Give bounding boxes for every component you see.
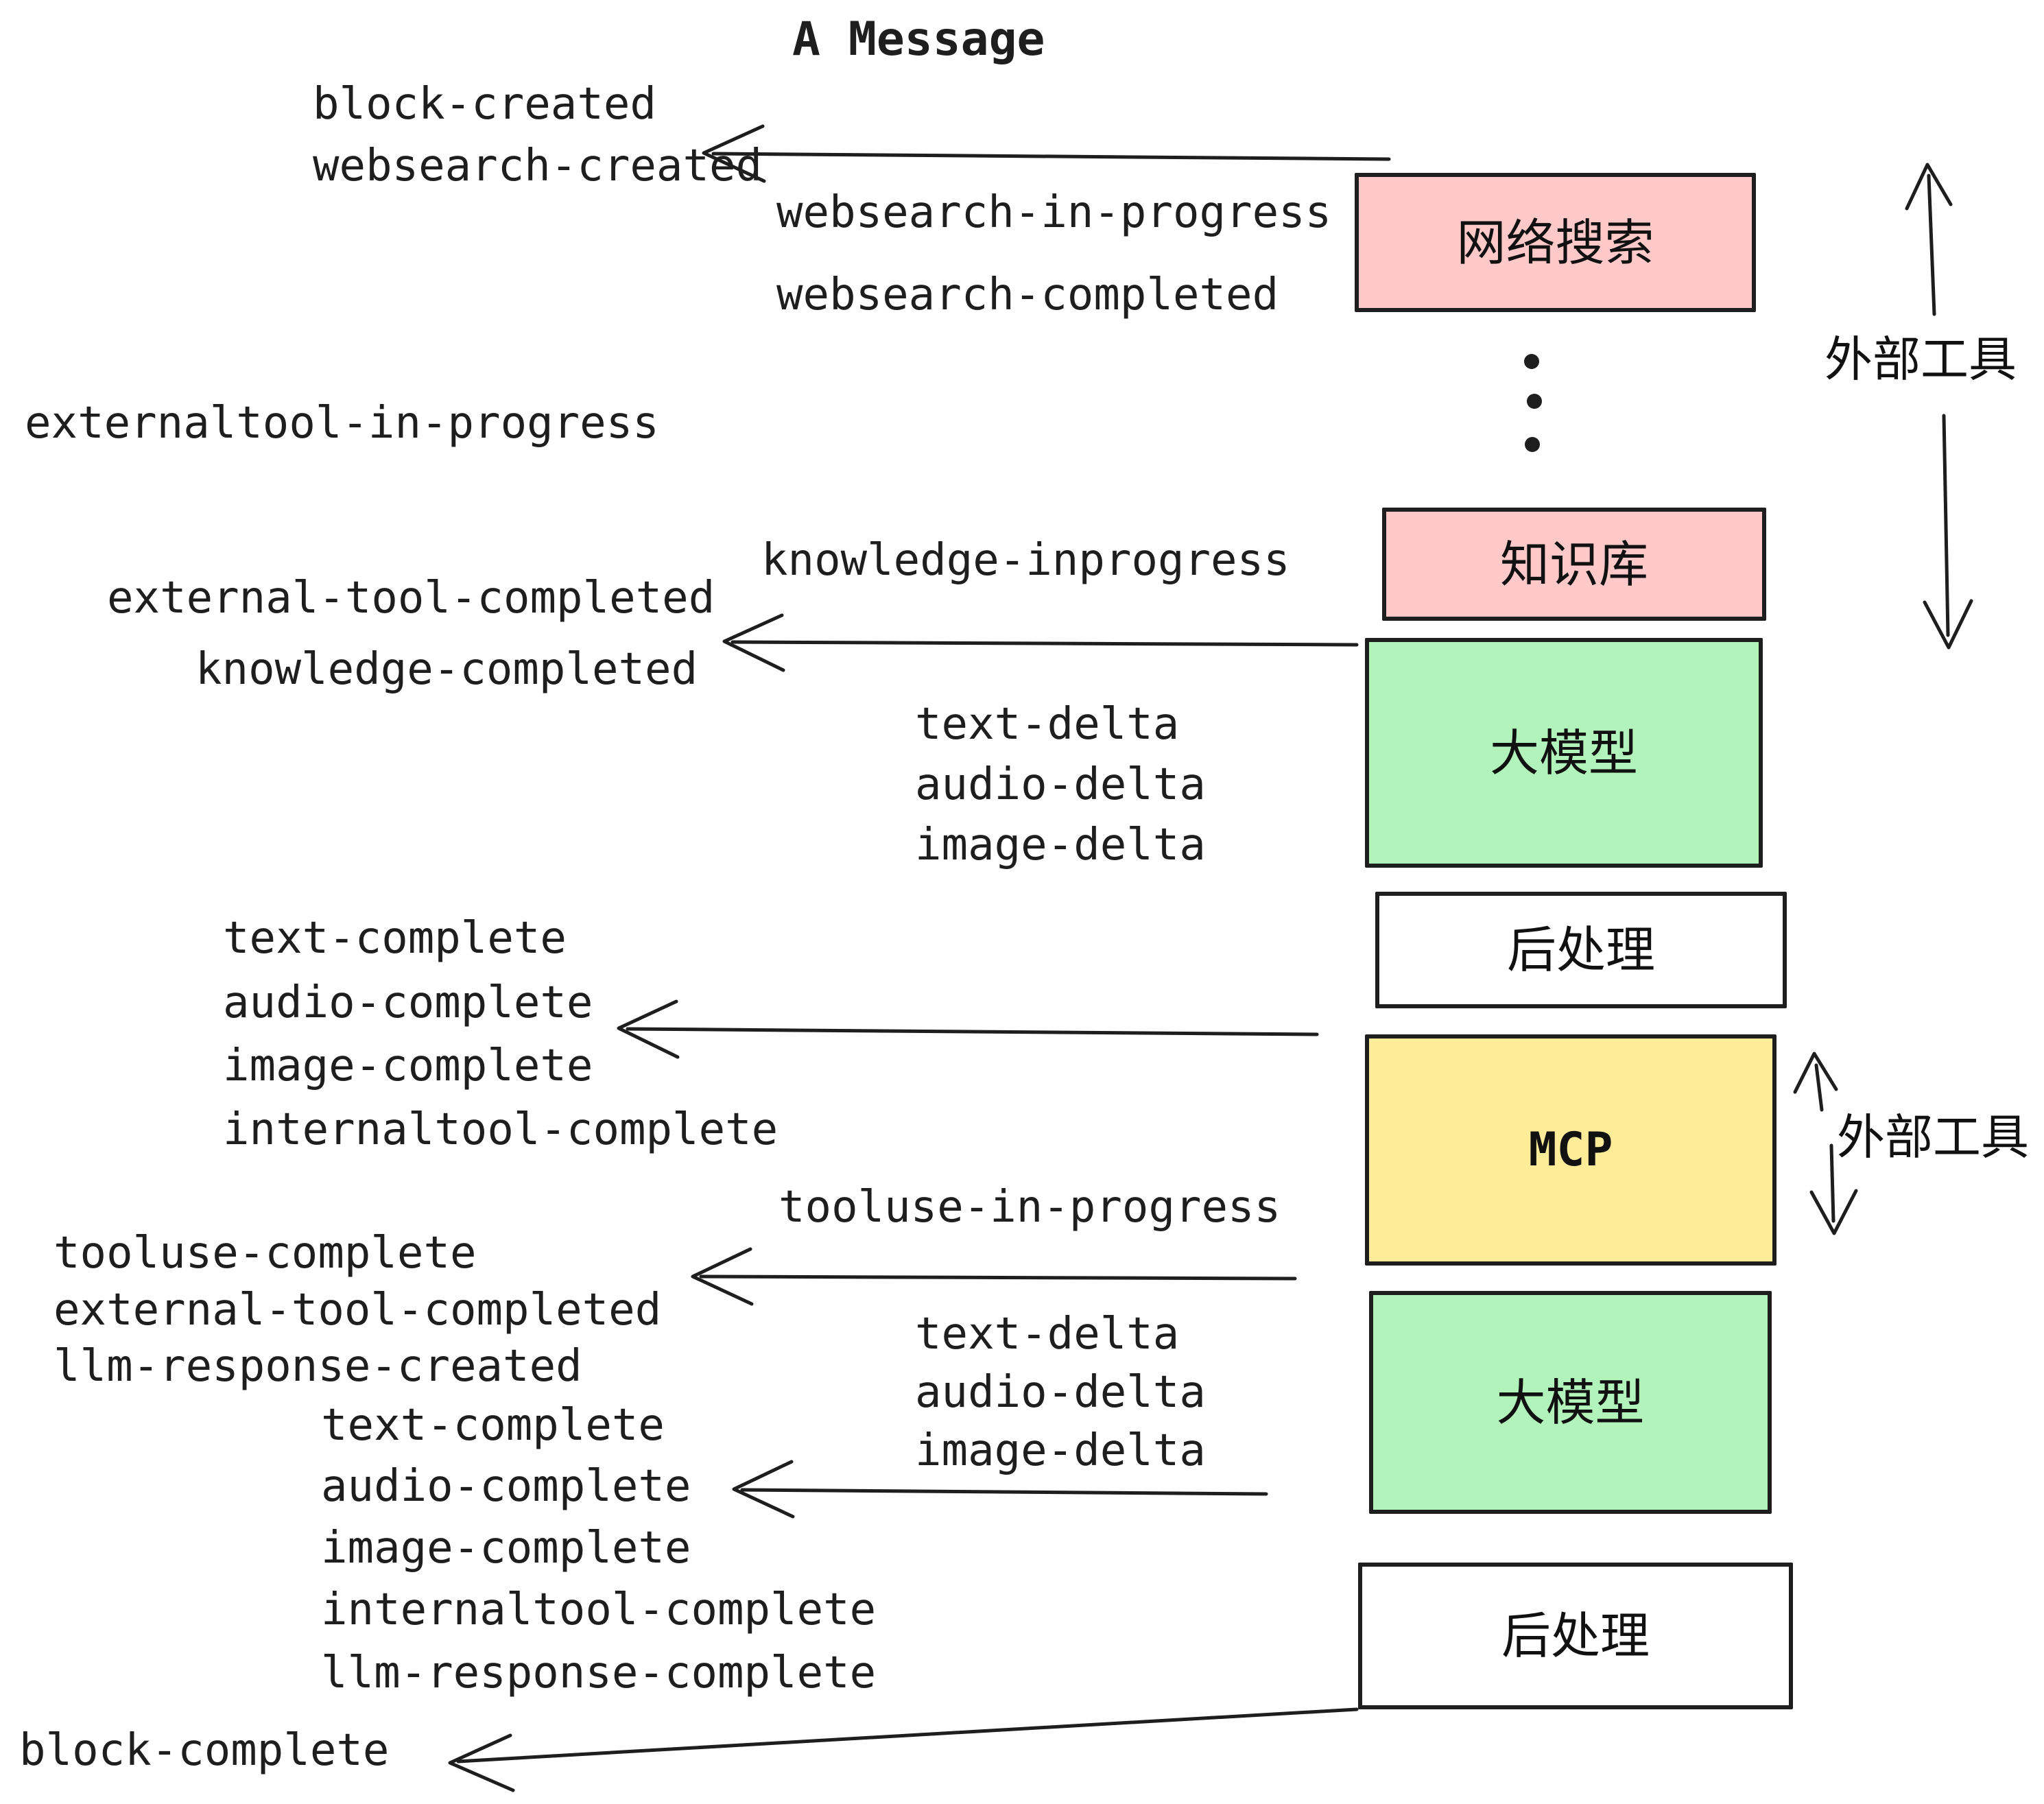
event-audio-delta-2: audio-delta xyxy=(915,1367,1206,1418)
left-arrow-knowledge-completed-icon xyxy=(722,613,1359,672)
event-externaltool-in-progress: externaltool-in-progress xyxy=(25,398,659,449)
event-tooluse-complete: tooluse-complete xyxy=(54,1228,477,1279)
event-image-complete-1: image-complete xyxy=(223,1041,593,1091)
box-llm-2-label: 大模型 xyxy=(1496,1373,1645,1432)
event-websearch-in-progress: websearch-in-progress xyxy=(776,187,1332,238)
event-text-complete-1: text-complete xyxy=(223,913,567,964)
down-arrow-external-tools-1-icon xyxy=(1923,414,1973,650)
box-websearch-label: 网络搜索 xyxy=(1456,213,1654,272)
event-image-complete-2: image-complete xyxy=(321,1523,691,1574)
event-audio-complete-1: audio-complete xyxy=(223,977,593,1028)
box-postprocess-2-label: 后处理 xyxy=(1501,1607,1650,1665)
event-websearch-created: websearch-created xyxy=(313,141,763,191)
event-text-complete-2: text-complete xyxy=(321,1400,665,1451)
event-text-delta-2: text-delta xyxy=(915,1309,1180,1360)
box-llm-2: 大模型 xyxy=(1369,1291,1772,1514)
event-llm-response-complete: llm-response-complete xyxy=(321,1648,877,1698)
down-arrow-external-tools-2-icon xyxy=(1809,1143,1858,1235)
event-external-tool-completed: external-tool-completed xyxy=(107,573,715,624)
box-llm-1-label: 大模型 xyxy=(1489,724,1638,782)
event-websearch-completed: websearch-completed xyxy=(776,270,1279,320)
box-websearch: 网络搜索 xyxy=(1355,173,1756,312)
diagram-title: A Message xyxy=(792,12,1045,67)
up-arrow-external-tools-1-icon xyxy=(1905,163,1953,316)
box-llm-1: 大模型 xyxy=(1365,638,1763,868)
box-knowledge-label: 知识库 xyxy=(1499,535,1648,593)
event-block-complete: block-complete xyxy=(19,1725,390,1776)
box-postprocess-1-label: 后处理 xyxy=(1506,921,1655,979)
event-knowledge-inprogress: knowledge-inprogress xyxy=(761,535,1290,586)
box-mcp-label: MCP xyxy=(1528,1122,1613,1177)
event-audio-complete-2: audio-complete xyxy=(321,1461,691,1512)
event-knowledge-completed: knowledge-completed xyxy=(195,644,698,695)
event-tooluse-in-progress: tooluse-in-progress xyxy=(779,1182,1281,1233)
box-postprocess-2: 后处理 xyxy=(1358,1563,1793,1709)
event-image-delta-1: image-delta xyxy=(915,820,1206,870)
left-arrow-websearch-created-icon xyxy=(702,124,1391,183)
box-mcp: MCP xyxy=(1365,1034,1776,1266)
left-arrow-image-complete-icon xyxy=(617,999,1319,1059)
box-postprocess-1: 后处理 xyxy=(1375,892,1787,1008)
left-arrow-audio-complete-icon xyxy=(732,1460,1268,1519)
event-image-delta-2: image-delta xyxy=(915,1425,1206,1476)
event-audio-delta-1: audio-delta xyxy=(915,759,1206,810)
event-internaltool-complete-2: internaltool-complete xyxy=(321,1585,877,1635)
left-arrow-tooluse-complete-icon xyxy=(691,1247,1297,1306)
box-knowledge: 知识库 xyxy=(1382,508,1766,621)
event-external-tool-completed-2: external-tool-completed xyxy=(54,1285,662,1336)
event-text-delta-1: text-delta xyxy=(915,699,1180,750)
left-arrow-block-complete-icon xyxy=(448,1707,1359,1792)
vertical-dots-icon xyxy=(1524,354,1542,452)
event-internaltool-complete-1: internaltool-complete xyxy=(223,1104,779,1155)
external-tools-label-2: 外部工具 xyxy=(1837,1109,2029,1165)
up-arrow-external-tools-2-icon xyxy=(1793,1052,1838,1112)
external-tools-label-1: 外部工具 xyxy=(1825,331,2017,388)
event-llm-response-created: llm-response-created xyxy=(54,1341,582,1392)
event-block-created: block-created xyxy=(313,79,656,130)
